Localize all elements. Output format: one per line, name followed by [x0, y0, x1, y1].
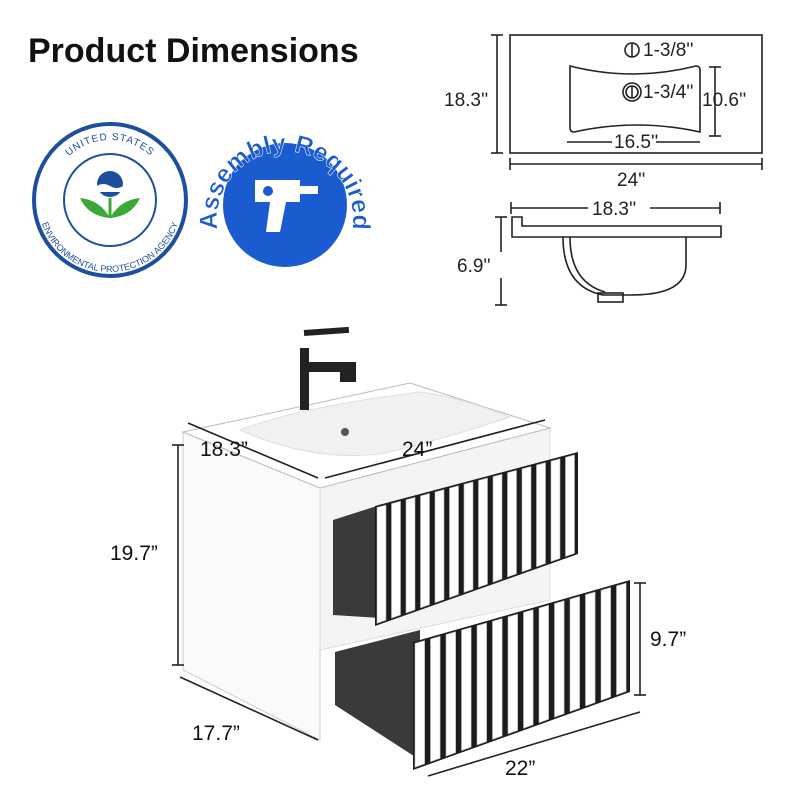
top-view-drawing: 1-3/8'' 1-3/4'' 10.6'' 16.5'' 18.3'' 24'…: [444, 34, 763, 191]
drawer-slat: [391, 500, 401, 619]
drawer-slat: [430, 635, 441, 763]
drawer-slat: [523, 609, 534, 729]
height-label: 19.7”: [110, 542, 158, 565]
drawer-slat: [507, 613, 518, 735]
page-title: Product Dimensions: [28, 32, 359, 70]
drawer-slat: [376, 504, 387, 624]
drawer-slat: [616, 582, 627, 696]
top-width-label: 24'': [617, 170, 645, 191]
drawer-slat: [434, 489, 445, 604]
lower-drawer-front[interactable]: [413, 580, 630, 770]
top-depth-label-vanity: 18.3”: [200, 438, 248, 461]
drawer-slat: [405, 496, 416, 614]
drawer-slat: [463, 481, 474, 593]
drawer-slat: [600, 587, 611, 701]
epa-flower-icon: [80, 171, 140, 218]
drawer-slat: [538, 604, 549, 724]
drawer-slat: [414, 640, 425, 768]
cabinet-width-label: 22”: [505, 757, 535, 780]
faucet: [300, 326, 356, 410]
epa-seal: UNITED STATES ENVIRONMENTAL PROTECTION A…: [32, 122, 188, 278]
drawer-slat: [507, 469, 517, 578]
drawer-slat: [565, 454, 575, 557]
faucet-hole-label: 1-3/8'': [643, 40, 694, 61]
drawer-slat: [478, 477, 488, 588]
cabinet-depth-label: 17.7”: [192, 722, 240, 745]
drawer-slat: [585, 591, 596, 707]
drill-icon: [255, 180, 318, 232]
drawer-slat: [492, 618, 503, 740]
side-view-drawing: 18.3'' 6.9'': [457, 198, 722, 306]
drawer-height-label: 9.7”: [650, 628, 686, 651]
drawer-slat: [569, 595, 580, 712]
drawer-slat: [554, 600, 565, 718]
upper-drawer-front[interactable]: [375, 452, 578, 626]
vanity-illustration: 19.7” 18.3” 24” 9.7” 17.7” 22”: [110, 326, 686, 780]
drawer-slat: [492, 473, 503, 583]
drawer-slat: [445, 631, 456, 757]
drawer-slat: [476, 622, 487, 746]
top-depth-label: 18.3'': [444, 90, 488, 111]
basin-width-label: 16.5'': [614, 132, 658, 153]
drawer-slat: [461, 626, 472, 751]
drawer-slat: [420, 493, 430, 609]
drawer-slat: [449, 485, 459, 599]
assembly-required-badge: Assembly Required: [195, 129, 375, 267]
top-width-label-vanity: 24”: [402, 438, 432, 461]
basin-depth-label: 10.6'': [702, 90, 746, 111]
drawer-slat: [536, 462, 546, 568]
drawer-slat: [550, 458, 561, 563]
drain-hole-label: 1-3/4'': [643, 82, 694, 103]
side-depth-label: 18.3'': [592, 199, 636, 220]
drawer-slat: [521, 466, 532, 573]
side-height-label: 6.9'': [457, 256, 491, 277]
drain-hole-icon: [622, 82, 642, 102]
